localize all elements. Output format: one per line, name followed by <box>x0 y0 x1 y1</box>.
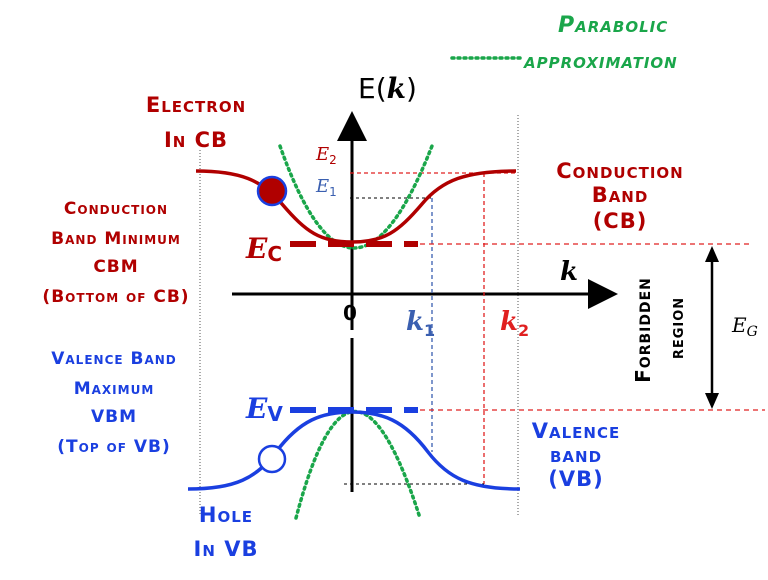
electron-label-2: In CB <box>164 128 228 152</box>
k1-label: k1 <box>406 307 435 340</box>
e2-label: E2 <box>315 144 337 167</box>
vb-label-2: band <box>550 443 602 467</box>
energy-axis-label: E(k) <box>358 72 417 105</box>
k-axis-label: k <box>560 257 578 287</box>
hole-label-1: Hole <box>199 503 253 527</box>
electron-dot <box>256 175 288 207</box>
vbm-label-1: Valence Band <box>51 349 177 369</box>
vb-label-3: (VB) <box>548 467 603 491</box>
cb-label-3: (CB) <box>593 209 648 233</box>
cbm-label-4: (Bottom of CB) <box>42 287 189 307</box>
vbm-label-2: Maximum <box>74 379 155 399</box>
cbm-label-1: Conduction <box>64 199 168 219</box>
legend-line2: approximation <box>523 49 678 74</box>
ev-label: EV <box>245 392 283 426</box>
legend-line1: Parabolic <box>558 13 668 38</box>
k2-label: k2 <box>500 307 529 340</box>
forbidden-label-2: region <box>667 297 688 359</box>
cbm-label-2: Band Minimum <box>51 229 181 249</box>
eg-arrow-up <box>705 246 719 262</box>
cb-label-1: Conduction <box>556 159 683 183</box>
electron-label-1: Electron <box>146 93 246 117</box>
cbm-label-3: CBM <box>93 257 138 277</box>
ec-label: EC <box>245 232 282 266</box>
conduction-band-curve <box>195 169 517 244</box>
e1-label: E1 <box>315 176 337 199</box>
eg-arrow-down <box>705 393 719 409</box>
forbidden-label-1: Forbidden <box>631 277 655 383</box>
origin-label: 0 <box>343 301 357 325</box>
cb-label-2: Band <box>592 183 649 207</box>
cb-parabola <box>278 144 434 250</box>
vbm-label-4: (Top of VB) <box>57 437 170 457</box>
vb-label-1: Valence <box>532 419 620 443</box>
valence-band-curve <box>187 410 521 491</box>
vbm-label-3: VBM <box>91 407 137 427</box>
hole-dot <box>257 444 287 474</box>
eg-label: EG <box>731 313 758 340</box>
hole-label-2: In VB <box>194 537 259 561</box>
